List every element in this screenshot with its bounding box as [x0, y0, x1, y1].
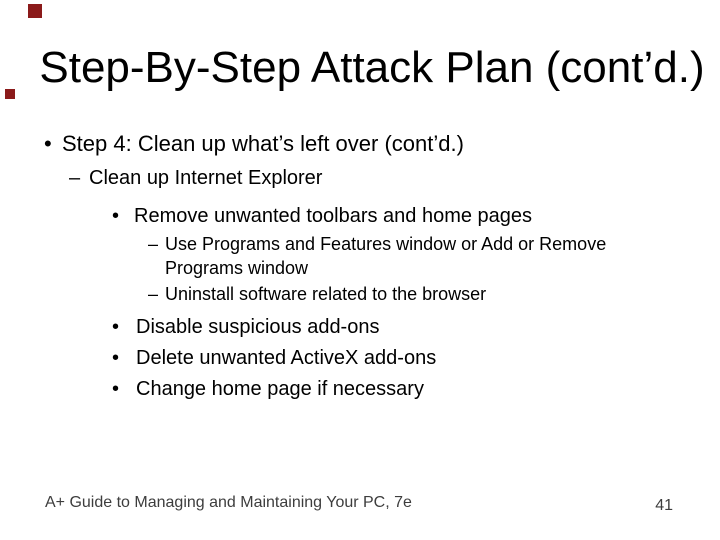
bullet-text: Uninstall software related to the browse… — [165, 284, 487, 304]
bullet-dot-icon: • — [112, 316, 120, 338]
decor-square-large — [28, 4, 42, 18]
footer-book-title: A+ Guide to Managing and Maintaining You… — [45, 494, 412, 511]
bullet-text: Use Programs and Features window or Add … — [165, 234, 607, 254]
bullet-dash-icon: – — [69, 167, 81, 189]
bullet-dot-icon: • — [112, 205, 120, 227]
bullet-dot-icon: • — [44, 131, 52, 156]
bullet-text: Clean up Internet Explorer — [89, 167, 323, 189]
page-number: 41 — [655, 497, 673, 514]
slide-title: Step-By-Step Attack Plan (cont’d.) — [39, 43, 705, 92]
bullet-dash-icon: – — [148, 234, 159, 254]
bullet-dash-icon: – — [148, 284, 159, 304]
bullet-text: Programs window — [165, 258, 309, 278]
decor-square-small — [5, 89, 15, 99]
bullet-text: Delete unwanted ActiveX add-ons — [136, 347, 437, 369]
bullet-text: Step 4: Clean up what’s left over (cont’… — [62, 131, 464, 156]
bullet-dot-icon: • — [112, 347, 120, 369]
bullet-text: Change home page if necessary — [136, 378, 424, 400]
bullet-dot-icon: • — [112, 378, 120, 400]
bullet-text: Disable suspicious add-ons — [136, 316, 380, 338]
bullet-text: Remove unwanted toolbars and home pages — [134, 205, 533, 227]
